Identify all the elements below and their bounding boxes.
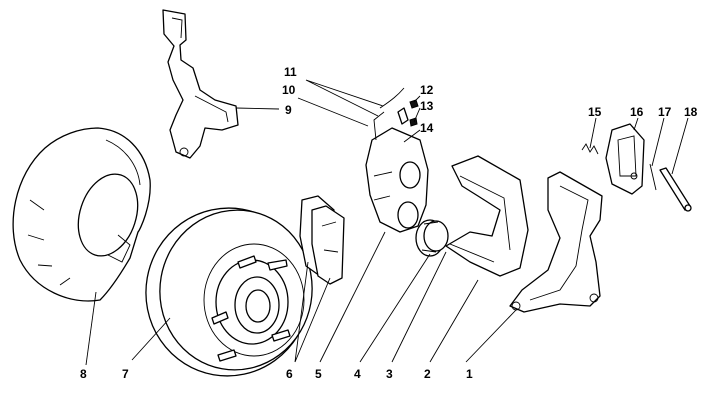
label-13: 13: [420, 99, 434, 113]
label-3: 3: [386, 367, 393, 381]
leader-lines: [85, 79, 689, 366]
part-8-dust-shield: [12, 127, 151, 302]
part-16-plate: [605, 123, 645, 195]
part-3-carrier: [445, 155, 529, 277]
callout-labels: 1 2 3 4 5 6 7 8 9 10 11 12 13 14 15 16 1…: [80, 65, 698, 381]
wheel-studs: [211, 255, 291, 362]
label-9: 9: [285, 103, 292, 117]
part-4-piston: [415, 219, 449, 257]
part-5-caliper: [365, 87, 429, 233]
label-10: 10: [282, 83, 296, 97]
label-2: 2: [424, 367, 431, 381]
label-11: 11: [284, 65, 297, 79]
part-15-spring: [581, 143, 599, 155]
part-12-13-bleeder: [397, 99, 419, 127]
part-1-2-anchor-bracket: [509, 171, 603, 313]
label-15: 15: [588, 105, 602, 119]
part-18-bolt: [659, 167, 692, 212]
label-5: 5: [315, 367, 322, 381]
label-4: 4: [354, 367, 361, 381]
label-18: 18: [684, 105, 698, 119]
label-6: 6: [286, 367, 293, 381]
label-8: 8: [80, 367, 87, 381]
label-7: 7: [122, 367, 129, 381]
label-16: 16: [630, 105, 644, 119]
part-6-brake-pads: [299, 195, 345, 285]
part-7-brake-disc: [145, 207, 313, 377]
part-9-bracket: [162, 9, 239, 159]
label-12: 12: [420, 83, 434, 97]
label-17: 17: [658, 105, 672, 119]
label-14: 14: [420, 121, 434, 135]
part-17-clip: [649, 163, 657, 191]
label-1: 1: [466, 367, 473, 381]
